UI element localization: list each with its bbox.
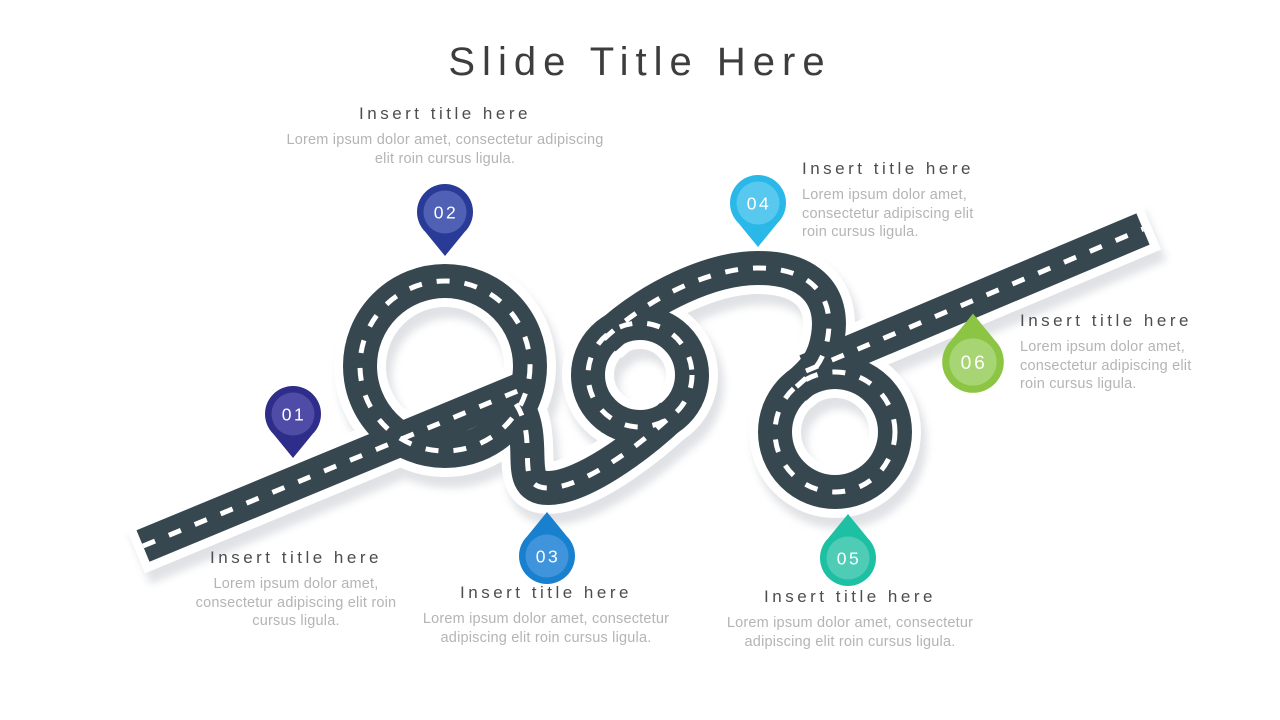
pin-04: 04 [730,175,786,247]
pin-06: 06 [942,313,1004,393]
milestone-03-text: Insert title here Lorem ipsum dolor amet… [396,583,696,647]
milestone-05-description: Lorem ipsum dolor amet, consectetur adip… [726,615,974,650]
milestone-01-text: Insert title here Lorem ipsum dolor amet… [186,548,406,631]
pin-03-number: 03 [536,547,560,567]
page-title: Slide Title Here [448,40,832,84]
milestone-06-description: Lorem ipsum dolor amet, consectetur adip… [1020,339,1192,393]
pin-05: 05 [820,514,876,586]
pin-02: 02 [417,184,473,256]
pin-01-inner-circle [271,392,315,436]
pin-04-inner-circle [736,181,780,225]
milestone-02-text: Insert title here Lorem ipsum dolor amet… [280,104,610,168]
pin-05-inner-circle [826,536,870,580]
pin-01: 01 [265,386,321,458]
pin-03: 03 [519,512,575,584]
pin-06-inner-circle [949,338,997,386]
milestone-02-title: Insert title here [359,104,531,123]
milestone-05-title: Insert title here [764,587,936,606]
milestone-06-title: Insert title here [1020,311,1192,330]
pin-03-inner-circle [525,534,569,578]
milestone-02-description: Lorem ipsum dolor amet, consectetur adip… [286,132,604,167]
milestone-04-text: Insert title here Lorem ipsum dolor amet… [802,159,1002,242]
milestone-01-title: Insert title here [210,548,382,567]
pin-02-inner-circle [423,190,467,234]
pin-05-number: 05 [837,549,861,569]
milestone-03-description: Lorem ipsum dolor amet, consectetur adip… [422,611,670,646]
milestone-04-title: Insert title here [802,159,974,178]
pin-02-number: 02 [434,203,458,223]
milestone-05-text: Insert title here Lorem ipsum dolor amet… [700,587,1000,651]
pin-01-number: 01 [282,405,306,425]
pin-06-number: 06 [961,353,988,374]
pin-04-number: 04 [747,194,771,214]
milestone-01-description: Lorem ipsum dolor amet, consectetur adip… [195,576,397,630]
milestone-03-title: Insert title here [460,583,632,602]
milestone-04-description: Lorem ipsum dolor amet, consectetur adip… [802,187,974,241]
milestone-06-text: Insert title here Lorem ipsum dolor amet… [1020,311,1220,394]
